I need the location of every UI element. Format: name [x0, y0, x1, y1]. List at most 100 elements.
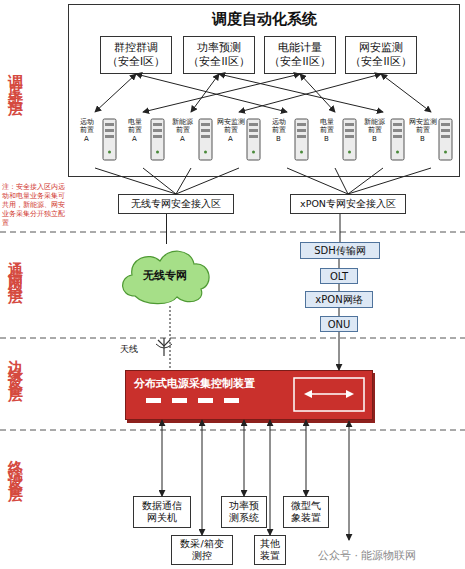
- connector: [339, 332, 340, 370]
- front-end-server: 网安监测 前置 B: [408, 112, 454, 168]
- access-zone-box: 无线专网安全接入区: [118, 194, 234, 214]
- terminal-box: 数采/箱变 测控: [171, 535, 233, 565]
- connector: [339, 259, 340, 268]
- device-box: 分布式电源采集控制装置: [125, 370, 373, 420]
- network-box: OLT: [320, 268, 358, 284]
- connector: [95, 74, 136, 112]
- connector: [239, 74, 381, 112]
- network-cloud: 无线专网: [115, 244, 215, 306]
- connector: [340, 214, 341, 242]
- connector: [162, 420, 163, 496]
- antenna-symbol: [156, 338, 172, 356]
- node-label: 微型气 象装置: [284, 500, 328, 524]
- node-label: 电量 前置 B: [312, 118, 341, 143]
- terminal-box: 微型气 象装置: [283, 496, 329, 528]
- node-label: 网安监测 （安全II区）: [346, 41, 416, 68]
- subsystem-box: 电能计量 （安全II区）: [264, 36, 336, 74]
- node-label: SDH传输网: [314, 244, 366, 258]
- connector: [191, 74, 219, 112]
- node-label: OLT: [330, 271, 348, 282]
- terminal-box: 其他 装置: [254, 535, 286, 565]
- terminal-box: 功率预 测系统: [221, 496, 267, 528]
- node-label: 远动 前置 B: [264, 118, 293, 143]
- front-end-server: 电量 前置 A: [120, 112, 166, 168]
- connector: [287, 168, 348, 194]
- layer-label: 边缘设备层: [6, 348, 25, 383]
- layer-label: 调度主站层: [6, 62, 25, 97]
- system-box: 调度自动化系统群控群调 （安全I区） 功率预测 （安全II区） 电能计量 （安全II…: [68, 4, 460, 177]
- front-end-server: 远动 前置 B: [264, 112, 310, 168]
- front-end-server: 新能源 前置 B: [360, 112, 406, 168]
- server-icon: [102, 118, 118, 162]
- connector: [381, 74, 431, 112]
- front-end-server: 远动 前置 A: [72, 112, 118, 168]
- terminal-box: 数据通信 网关机: [133, 496, 191, 528]
- connector: [335, 168, 348, 194]
- node-label: 无线专网: [143, 268, 187, 283]
- subsystem-box: 功率预测 （安全II区）: [183, 36, 255, 74]
- server-icon: [198, 118, 214, 162]
- subsystem-box: 群控群调 （安全I区）: [100, 36, 172, 74]
- connector: [95, 168, 176, 194]
- node-label: xPON专网安全接入区: [300, 198, 396, 211]
- connector: [170, 306, 171, 370]
- connector: [176, 168, 239, 194]
- note-text: 注：安全接入区内远动和电量业务采集可共用，新能源、网安业务采集分开独立配置: [2, 183, 66, 228]
- node-label: 群控群调 （安全I区）: [101, 41, 171, 68]
- layer-label: 终端设备层: [6, 448, 25, 483]
- node-label: 数据通信 网关机: [134, 500, 190, 524]
- subsystem-box: 网安监测 （安全II区）: [345, 36, 417, 74]
- node-label: 功率预测 （安全II区）: [184, 41, 254, 68]
- connector: [306, 420, 307, 496]
- node-label: ONU: [328, 319, 351, 330]
- access-zone-box: xPON专网安全接入区: [290, 194, 406, 214]
- connector: [300, 74, 335, 112]
- network-box: xPON网络: [305, 291, 373, 308]
- node-label: 无线专网安全接入区: [131, 198, 221, 211]
- connector: [219, 74, 383, 112]
- front-end-server: 新能源 前置 A: [168, 112, 214, 168]
- connector: [244, 420, 245, 496]
- front-end-server: 网安监测 前置 A: [216, 112, 262, 168]
- server-icon: [438, 118, 454, 162]
- server-icon: [246, 118, 262, 162]
- node-label: 调度自动化系统: [69, 10, 459, 29]
- node-label: 功率预 测系统: [222, 500, 266, 524]
- layer-divider: [0, 338, 465, 339]
- node-label: 数采/箱变 测控: [172, 538, 232, 562]
- connector: [339, 284, 340, 291]
- connector: [348, 168, 383, 194]
- io-arrow: [349, 421, 350, 540]
- connector: [166, 214, 167, 244]
- connector: [348, 168, 431, 194]
- front-end-server: 电量 前置 B: [312, 112, 358, 168]
- node-label: 网安监测 前置 B: [408, 118, 437, 143]
- connector: [270, 420, 271, 535]
- node-label: 新能源 前置 B: [360, 118, 389, 143]
- connector: [339, 308, 340, 316]
- antenna-label: 天线: [120, 343, 138, 356]
- watermark: 公众号 · 能源物联网: [318, 548, 417, 563]
- server-icon: [342, 118, 358, 162]
- server-icon: [294, 118, 310, 162]
- node-label: xPON网络: [315, 293, 362, 307]
- node-label: 电能计量 （安全II区）: [265, 41, 335, 68]
- node-label: 电量 前置 A: [120, 118, 149, 143]
- network-box: SDH传输网: [300, 242, 380, 259]
- connector: [143, 168, 176, 194]
- node-label: 其他 装置: [255, 538, 285, 562]
- layer-label: 通信网络层: [6, 250, 25, 285]
- node-label: 网安监测 前置 A: [216, 118, 245, 143]
- node-label: 分布式电源采集控制装置: [134, 376, 255, 391]
- network-box: ONU: [320, 316, 358, 332]
- layer-divider: [0, 430, 465, 431]
- node-label: 新能源 前置 A: [168, 118, 197, 143]
- connector: [143, 74, 300, 112]
- server-icon: [150, 118, 166, 162]
- connector: [136, 74, 287, 112]
- server-icon: [390, 118, 406, 162]
- connector: [176, 168, 191, 194]
